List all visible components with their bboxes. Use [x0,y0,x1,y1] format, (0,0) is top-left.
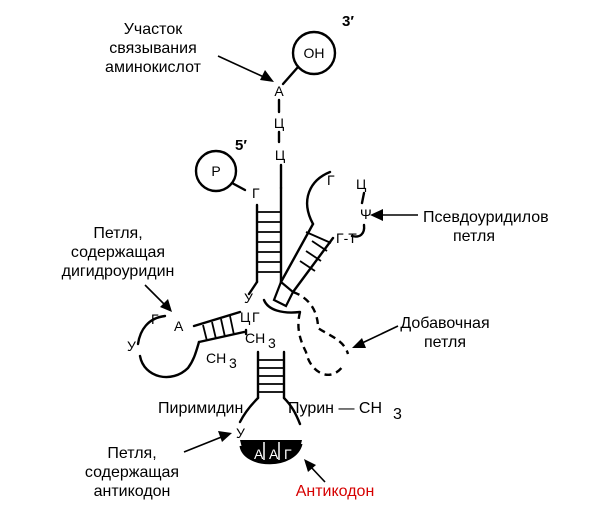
svg-text:Р: Р [211,163,220,179]
anticodon-loop-arrow [183,431,232,453]
nucleotide-d-g: Г [252,309,260,325]
amino-site-arrow [217,55,274,82]
oh-terminus: ОН [281,30,337,86]
anticodon-loop-label: Петля, содержащая антикодон [85,445,179,500]
nucleotide-c1: Ц [274,115,285,131]
ch3-label-center: CH [245,330,265,346]
extra-loop [292,290,350,377]
svg-text:петля: петля [424,334,466,351]
svg-text:3: 3 [229,355,237,371]
phosphate-terminus: Р [194,149,247,193]
t-psi-c-arm: Г Ц Ψ Г-Т [279,170,372,294]
extra-loop-label: Добавочная петля [400,315,489,351]
amino-site-label: Участок связывания аминокислот [105,21,202,76]
anticodon-stem [256,350,286,400]
anticodon-base-2: А [269,446,279,462]
acceptor-stem [255,186,283,284]
nucleotide-u-anticodon: У [236,425,245,441]
svg-text:Петля,: Петля, [93,225,142,242]
svg-text:Участок: Участок [124,21,183,38]
anticodon-base-3: Г [284,446,292,462]
ch3-label-d: CH [206,350,226,366]
svg-text:связывания: связывания [109,40,196,57]
d-arm: У Ц Г А Г У CH 3 [127,280,260,379]
pseudouridyl-label: Псевдоуридилов петля [423,209,549,245]
acceptor-nucleotides: А Ц Ц [274,83,286,190]
svg-text:дигидроуридин: дигидроуридин [62,263,175,280]
nucleotide-u-junction: У [244,290,253,306]
svg-text:ОН: ОН [304,45,325,61]
five-prime-label: 5′ [235,137,247,154]
purine-label: Пурин — CH [288,400,382,417]
dihydrouridine-arrow [144,284,172,312]
svg-text:антикодон: антикодон [94,483,171,500]
svg-text:3: 3 [268,335,276,351]
svg-text:содержащая: содержащая [85,464,179,481]
nucleotide-g5: Г [252,185,260,201]
svg-text:Добавочная: Добавочная [400,315,489,332]
anticodon-label: Антикодон [296,483,375,500]
pseudouridyl-arrow [370,209,418,221]
nucleotide-gt: Г-Т [336,230,357,246]
dihydrouridine-label: Петля, содержащая дигидроуридин [62,225,175,280]
svg-text:содержащая: содержащая [71,244,165,261]
extra-loop-arrow [352,325,399,348]
nucleotide-t-g: Г [327,172,335,188]
pyrimidine-label: Пиримидин [158,400,243,417]
svg-text:аминокислот: аминокислот [105,59,202,76]
nucleotide-d-c: Ц [240,309,251,325]
nucleotide-d-u: У [127,338,136,354]
svg-text:Псевдоуридилов: Псевдоуридилов [423,209,549,226]
svg-text:Петля,: Петля, [107,445,156,462]
purine-ch3-subscript: 3 [393,406,402,423]
anticodon-arrow [304,459,326,483]
nucleotide-psi: Ψ [360,206,372,222]
anticodon-loop: У А А Г [236,396,303,465]
three-prime-label: 3′ [342,13,354,30]
nucleotide-d-a: А [174,318,184,334]
svg-text:петля: петля [453,228,495,245]
nucleotide-t-c: Ц [356,176,367,192]
nucleotide-c2: Ц [275,147,286,163]
nucleotide-a: А [274,83,284,99]
anticodon-base-1: А [254,446,264,462]
